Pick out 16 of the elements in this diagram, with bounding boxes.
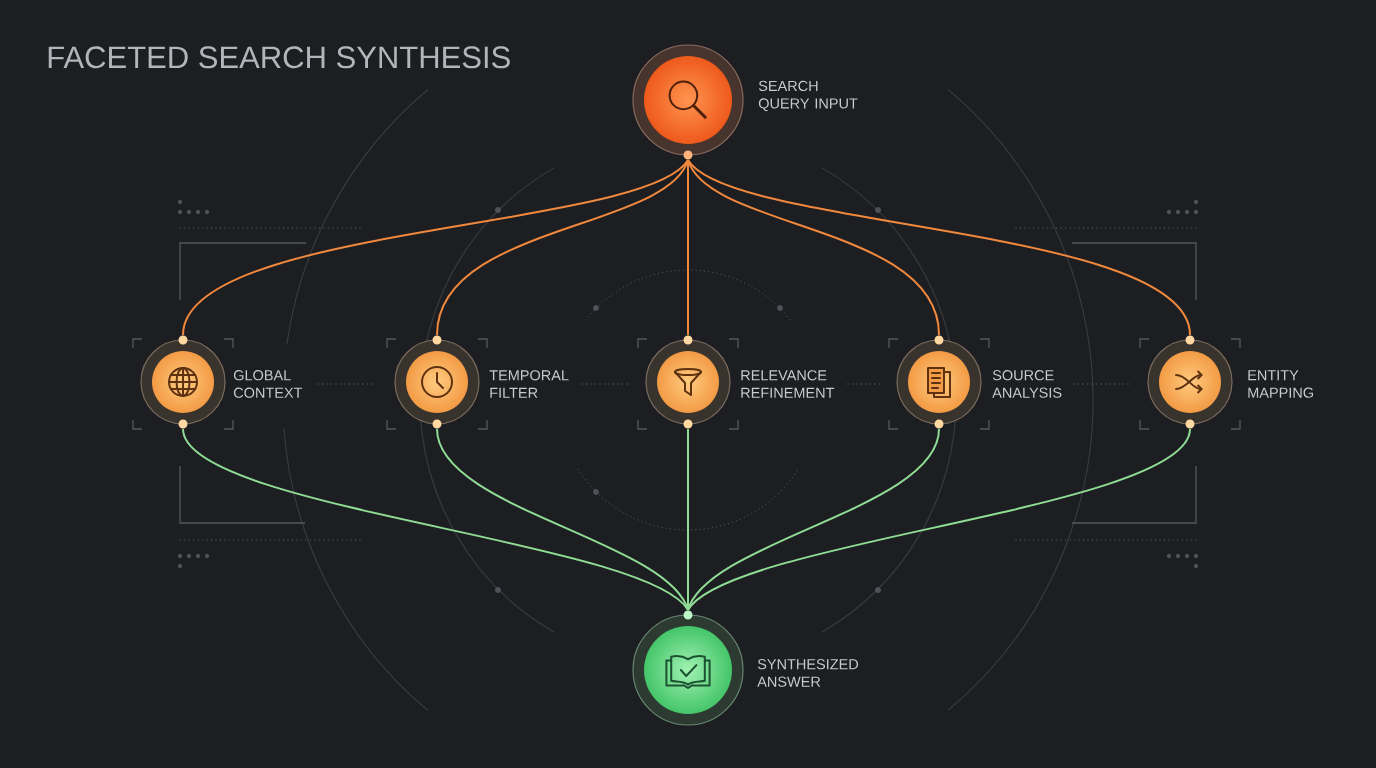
connector — [687, 159, 940, 336]
connector — [182, 428, 689, 611]
title: FACETED SEARCH SYNTHESIS — [48, 46, 510, 69]
connector — [436, 428, 689, 611]
connector — [687, 428, 940, 611]
node-label: SEARCH QUERY INPUT — [758, 80, 858, 112]
node-label: SYNTHESIZED ANSWER — [757, 659, 859, 687]
connector — [687, 159, 1191, 336]
node-label: RELEVANCE REFINEMENT — [741, 370, 835, 398]
connector — [182, 159, 689, 336]
node-label: ENTITY MAPPING — [1248, 370, 1313, 398]
connector — [436, 159, 689, 336]
node-label: SOURCE ANALYSIS — [992, 370, 1062, 398]
node-label: TEMPORAL FILTER — [489, 370, 569, 398]
node-label: GLOBAL CONTEXT — [233, 370, 303, 398]
connector — [687, 428, 1191, 611]
